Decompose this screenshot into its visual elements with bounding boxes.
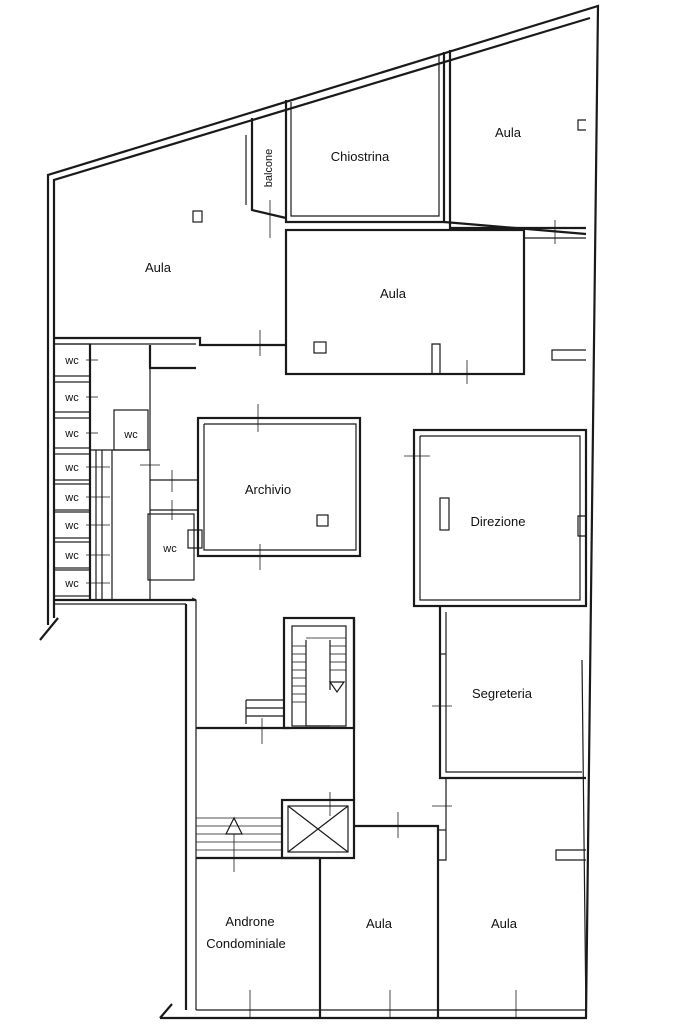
label-aula-bottom-right: Aula [491, 916, 518, 931]
label-androne-line2: Condominiale [206, 936, 286, 951]
walls-direzione [404, 428, 588, 608]
wc-label: wc [64, 578, 79, 590]
wc-label: wc [64, 520, 79, 532]
walls-top [54, 50, 587, 384]
wc-label: wc [64, 355, 79, 367]
wc-label: wc [64, 550, 79, 562]
wc-label: wc [123, 429, 138, 441]
room-labels: Aula Chiostrina balcone Aula Aula Archiv… [145, 125, 533, 951]
walls-archivio [196, 404, 362, 570]
wc-label: wc [64, 462, 79, 474]
stairs [196, 616, 356, 744]
walls-bottom [196, 778, 586, 1018]
wc-label: wc [64, 492, 79, 504]
label-aula-center: Aula [380, 286, 407, 301]
label-chiostrina: Chiostrina [331, 149, 390, 164]
walls-segreteria [432, 606, 586, 807]
label-aula-bottom-mid: Aula [366, 916, 393, 931]
label-direzione: Direzione [471, 514, 526, 529]
wc-labels: wc wc wc wc wc wc wc wc wc wc [64, 355, 177, 590]
lift-and-lower-stairs [196, 618, 356, 872]
label-aula-left: Aula [145, 260, 172, 275]
wc-label: wc [64, 428, 79, 440]
label-aula-top-right: Aula [495, 125, 522, 140]
label-archivio: Archivio [245, 482, 291, 497]
label-segreteria: Segreteria [472, 686, 533, 701]
wc-label: wc [162, 543, 177, 555]
walls-wc [53, 343, 203, 1010]
label-androne-line1: Androne [225, 914, 274, 929]
wc-label: wc [64, 392, 79, 404]
label-balcone: balcone [263, 149, 275, 188]
